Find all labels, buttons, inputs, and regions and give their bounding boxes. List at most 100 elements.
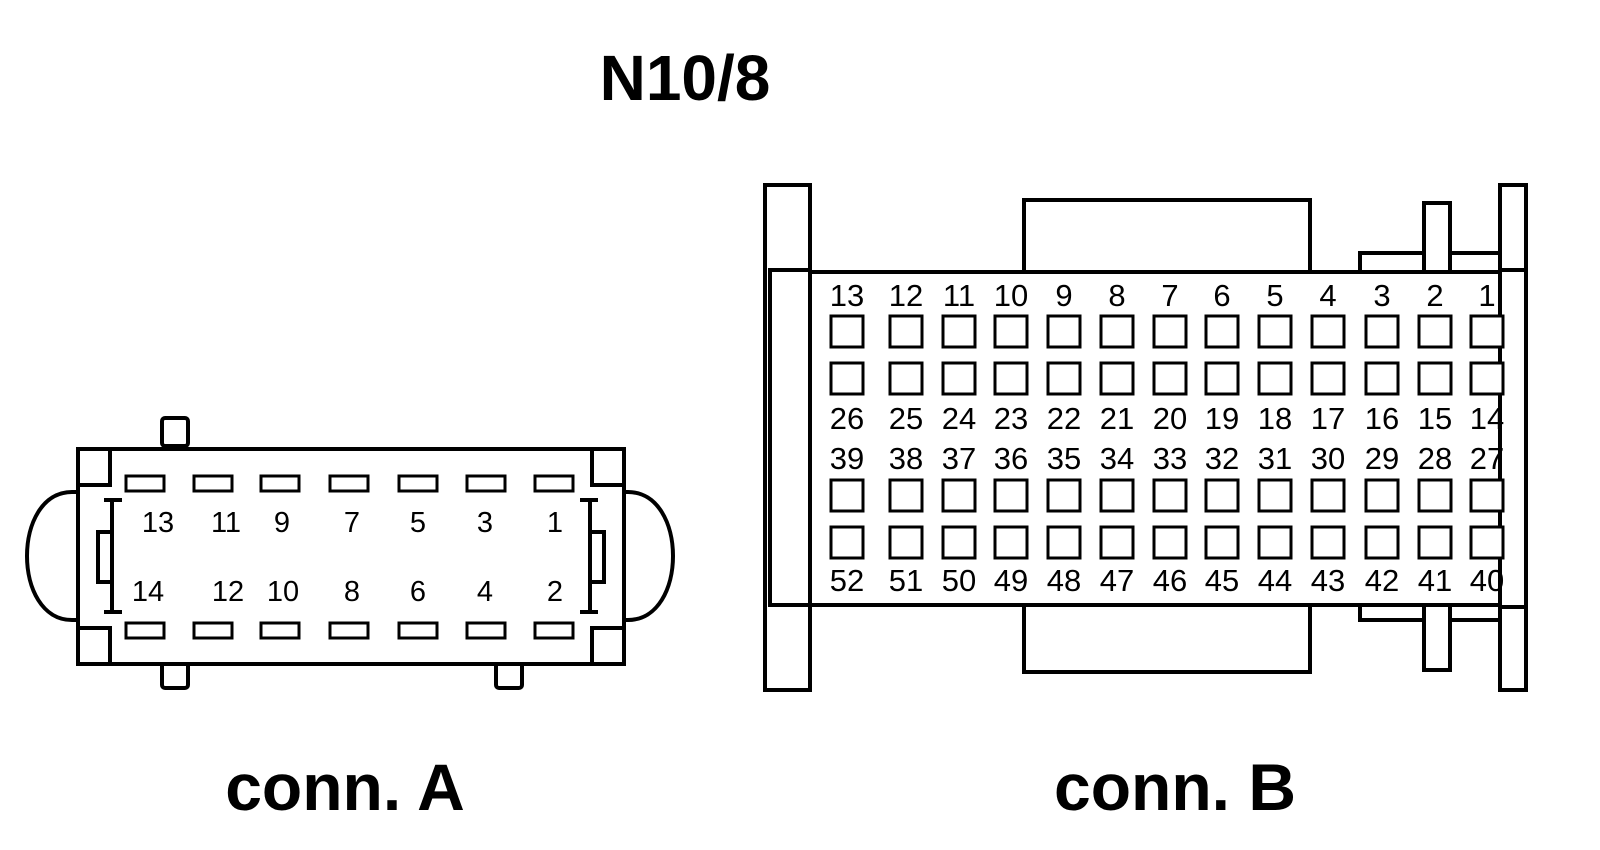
connector-b-right-flange-bottom bbox=[1498, 603, 1528, 692]
connector-b-pin-label: 45 bbox=[1205, 563, 1239, 598]
connector-b-pin-label: 12 bbox=[889, 278, 923, 313]
connector-b-top-block bbox=[1022, 198, 1312, 274]
connector-b-pin-cavity bbox=[888, 361, 924, 396]
connector-b-pin-label: 24 bbox=[942, 401, 976, 436]
connector-b-pin-label: 11 bbox=[943, 278, 975, 313]
connector-b-pin-label: 18 bbox=[1258, 401, 1292, 436]
connector-b-pin-label: 34 bbox=[1100, 441, 1134, 476]
connector-b-pin-cavity bbox=[1204, 478, 1240, 513]
diagram-title: N10/8 bbox=[600, 42, 771, 114]
connector-b-pin-label: 38 bbox=[889, 441, 923, 476]
connector-b-caption: conn. B bbox=[1054, 750, 1296, 824]
connector-b-pin-label: 48 bbox=[1047, 563, 1081, 598]
connector-b-top-ledge-right bbox=[1448, 251, 1504, 274]
connector-b-pin-cavity bbox=[1204, 361, 1240, 396]
connector-a-key-left bbox=[96, 530, 114, 584]
connector-b-pin-cavity bbox=[1099, 525, 1135, 560]
connector-b-pin-label: 50 bbox=[942, 563, 976, 598]
connector-a-pin-label: 11 bbox=[211, 507, 241, 539]
connector-b-pin-label: 16 bbox=[1365, 401, 1399, 436]
connector-a-pin-slot bbox=[533, 621, 575, 640]
connector-b-pin-cavity bbox=[1257, 478, 1293, 513]
connector-a-pin-label: 14 bbox=[132, 576, 164, 608]
connector-b-pin-label: 49 bbox=[994, 563, 1028, 598]
connector-a-pin-slot bbox=[328, 621, 370, 640]
connector-b-pin-cavity bbox=[1099, 314, 1135, 349]
connector-b-pin-label: 29 bbox=[1365, 441, 1399, 476]
connector-b-pin-cavity bbox=[993, 314, 1029, 349]
connector-b-pin-cavity bbox=[1417, 525, 1453, 560]
connector-b-pin-cavity bbox=[1046, 525, 1082, 560]
connector-b-pin-label: 2 bbox=[1426, 278, 1443, 313]
connector-b-pin-label: 32 bbox=[1205, 441, 1239, 476]
connector-a-pin-slot bbox=[192, 621, 234, 640]
connector-b-pin-label: 33 bbox=[1153, 441, 1187, 476]
connector-b-pin-cavity bbox=[888, 478, 924, 513]
connector-b-pin-label: 30 bbox=[1311, 441, 1345, 476]
connector-b-pin-cavity bbox=[1152, 525, 1188, 560]
connector-b-pin-label: 4 bbox=[1319, 278, 1336, 313]
connector-b-pin-label: 35 bbox=[1047, 441, 1081, 476]
connector-b-pin-cavity bbox=[1257, 525, 1293, 560]
connector-b-pin-cavity bbox=[1310, 361, 1346, 396]
connector-b-pin-cavity bbox=[1204, 525, 1240, 560]
connector-b-pin-cavity bbox=[1417, 361, 1453, 396]
connector-b-pin-label: 15 bbox=[1418, 401, 1452, 436]
connector-b-pin-label: 14 bbox=[1470, 401, 1504, 436]
connector-a-pin-slot bbox=[259, 474, 301, 493]
connector-b-pin-cavity bbox=[1310, 314, 1346, 349]
connector-a-pin-label: 13 bbox=[142, 507, 174, 539]
connector-a-pin-slot bbox=[192, 474, 234, 493]
connector-a-pin-slot bbox=[465, 621, 507, 640]
connector-a-corner-tl bbox=[76, 447, 112, 487]
connector-b-pin-label: 7 bbox=[1161, 278, 1178, 313]
connector-b-pin-cavity bbox=[829, 314, 865, 349]
connector-b-top-ledge bbox=[1358, 251, 1426, 274]
connector-b-pin-label: 8 bbox=[1108, 278, 1125, 313]
connector-b-pin-label: 40 bbox=[1470, 563, 1504, 598]
connector-b-pin-label: 9 bbox=[1055, 278, 1072, 313]
connector-b-bottom-ledge-right bbox=[1448, 603, 1504, 622]
connector-b-bottom-post bbox=[1422, 603, 1452, 672]
connector-b-pin-cavity bbox=[1417, 314, 1453, 349]
connector-b-pin-label: 13 bbox=[830, 278, 864, 313]
connector-a-pin-slot bbox=[124, 474, 166, 493]
connector-b-pin-cavity bbox=[1099, 361, 1135, 396]
connector-a-pin-slot bbox=[328, 474, 370, 493]
connector-b-left-flange bbox=[763, 183, 812, 692]
connector-b-pin-cavity bbox=[941, 314, 977, 349]
connector-b-pin-label: 3 bbox=[1373, 278, 1390, 313]
connector-b-pin-label: 26 bbox=[830, 401, 864, 436]
connector-a-pin-label: 8 bbox=[344, 576, 360, 608]
connector-b-pin-cavity bbox=[1152, 361, 1188, 396]
connector-b-pin-label: 27 bbox=[1470, 441, 1504, 476]
connector-b-pin-cavity bbox=[1417, 478, 1453, 513]
connector-a-pin-label: 10 bbox=[267, 576, 299, 608]
connector-a-housing bbox=[76, 447, 626, 666]
connector-b-pin-cavity bbox=[993, 525, 1029, 560]
connector-b-pin-label: 22 bbox=[1047, 401, 1081, 436]
connector-b-pin-label: 1 bbox=[1478, 278, 1495, 313]
connector-b-pin-label: 10 bbox=[994, 278, 1028, 313]
connector-b-pin-cavity bbox=[1469, 361, 1505, 396]
connector-b-pin-label: 23 bbox=[994, 401, 1028, 436]
connector-a-top-tab bbox=[160, 416, 190, 448]
connector-b-pin-label: 19 bbox=[1205, 401, 1239, 436]
connector-b-pin-label: 42 bbox=[1365, 563, 1399, 598]
connector-b-pin-cavity bbox=[829, 525, 865, 560]
connector-b-pin-cavity bbox=[1469, 478, 1505, 513]
connector-b-pin-cavity bbox=[1046, 361, 1082, 396]
connector-b-pin-cavity bbox=[1152, 478, 1188, 513]
connector-b-pin-label: 39 bbox=[830, 441, 864, 476]
connector-b-pin-cavity bbox=[1046, 478, 1082, 513]
connector-b-pin-label: 17 bbox=[1311, 401, 1345, 436]
connector-b-pin-cavity bbox=[941, 525, 977, 560]
connector-a-caption: conn. A bbox=[225, 750, 465, 824]
connector-b-pin-cavity bbox=[888, 525, 924, 560]
connector-b-pin-label: 20 bbox=[1153, 401, 1187, 436]
connector-b-pin-cavity bbox=[1364, 314, 1400, 349]
connector-b-pin-cavity bbox=[1204, 314, 1240, 349]
